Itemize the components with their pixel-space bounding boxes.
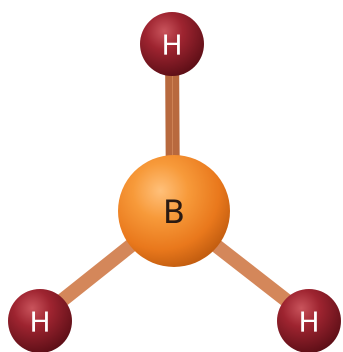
atom-label: B xyxy=(163,193,185,231)
atom-label: H xyxy=(29,306,50,339)
atom-sphere xyxy=(118,155,230,267)
atom-label: H xyxy=(298,306,319,339)
hydrogen-atom-right: H xyxy=(277,289,341,352)
atom-sphere xyxy=(140,12,204,76)
atom-label: H xyxy=(161,29,182,62)
atom-sphere xyxy=(277,289,341,352)
hydrogen-atom-left: H xyxy=(8,289,72,352)
boron-atom: B xyxy=(118,155,230,267)
hydrogen-atom-top: H xyxy=(140,12,204,76)
atom-sphere xyxy=(8,289,72,352)
